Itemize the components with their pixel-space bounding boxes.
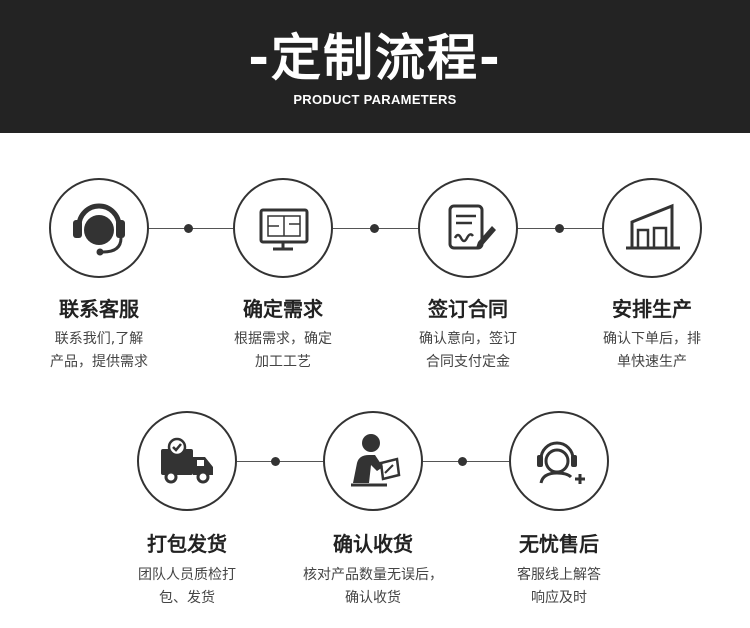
step-title-shipping: 打包发货 bbox=[147, 532, 227, 556]
page-subtitle: PRODUCT PARAMETERS bbox=[293, 92, 457, 107]
connector-dot bbox=[458, 457, 467, 466]
step-desc-contact: 联系我们,了解 产品，提供需求 bbox=[50, 331, 148, 370]
connector-line bbox=[237, 461, 323, 462]
page-title: -定制流程- bbox=[248, 29, 502, 87]
step-desc-contract: 确认意向，签订 合同支付定金 bbox=[419, 331, 517, 370]
blueprint-monitor-icon bbox=[259, 208, 309, 251]
step-circle-aftersales bbox=[509, 411, 609, 511]
step-desc-aftersales: 客服线上解答 响应及时 bbox=[517, 567, 601, 606]
delivery-truck-icon bbox=[161, 437, 213, 484]
step-title-receipt: 确认收货 bbox=[333, 532, 413, 556]
connector-dot bbox=[370, 224, 379, 233]
headset-icon bbox=[73, 203, 125, 256]
person-signing-icon bbox=[351, 434, 401, 487]
step-title-aftersales: 无忧售后 bbox=[519, 532, 599, 556]
step-circle-shipping bbox=[137, 411, 237, 511]
factory-icon bbox=[626, 203, 680, 250]
step-desc-requirements: 根据需求，确定 加工工艺 bbox=[234, 331, 332, 370]
step-circle-contract bbox=[418, 178, 518, 278]
step-desc-shipping: 团队人员质检打 包、发货 bbox=[138, 567, 236, 606]
step-title-contract: 签订合同 bbox=[428, 297, 508, 321]
step-circle-requirements bbox=[233, 178, 333, 278]
step-circle-production bbox=[602, 178, 702, 278]
step-title-requirements: 确定需求 bbox=[243, 297, 323, 321]
connector-dot bbox=[271, 457, 280, 466]
step-desc-receipt: 核对产品数量无误后， 确认收货 bbox=[303, 567, 443, 606]
step-title-production: 安排生产 bbox=[612, 297, 692, 321]
connector-dot bbox=[184, 224, 193, 233]
connector-dot bbox=[555, 224, 564, 233]
header-banner: -定制流程- PRODUCT PARAMETERS bbox=[0, 0, 750, 133]
step-title-contact: 联系客服 bbox=[59, 297, 139, 321]
contract-sign-icon bbox=[448, 204, 496, 250]
step-circle-receipt bbox=[323, 411, 423, 511]
step-desc-production: 确认下单后，排 单快速生产 bbox=[603, 331, 701, 370]
support-agent-icon bbox=[537, 441, 585, 484]
step-circle-contact bbox=[49, 178, 149, 278]
